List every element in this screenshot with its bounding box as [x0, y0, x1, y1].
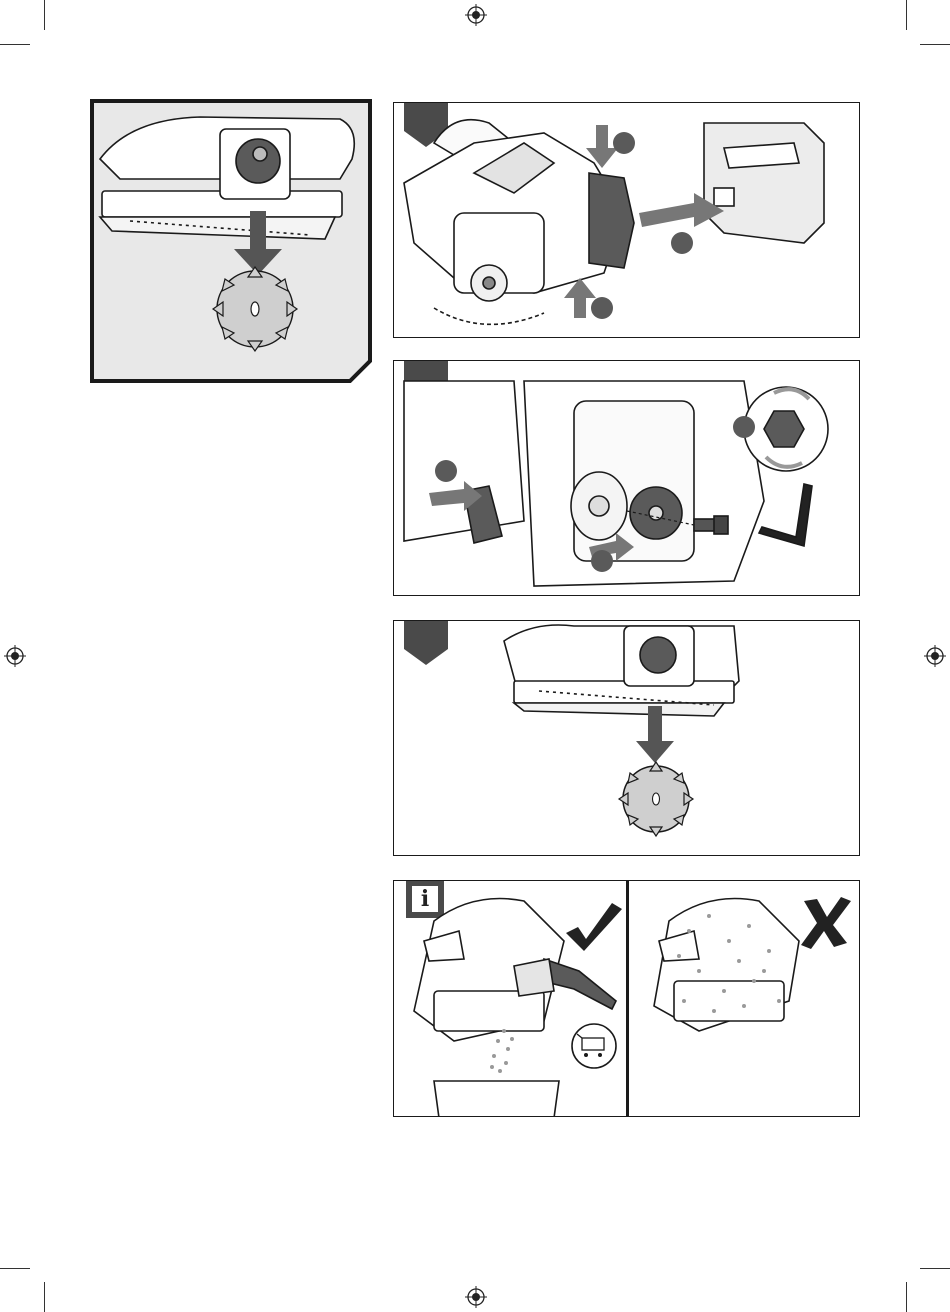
correct-cleaning-illustration: [394, 881, 626, 1117]
saw-blade-icon: [213, 267, 297, 351]
crop-mark: [0, 44, 30, 45]
blade-screw-removal-illustration: [394, 361, 860, 596]
crop-mark: [44, 1282, 45, 1312]
step-3-panel: [393, 620, 860, 856]
crop-mark: [0, 1268, 30, 1269]
registration-target-icon: [4, 645, 26, 667]
circular-saw-illustration: [100, 117, 354, 239]
step-2-panel: [393, 360, 860, 596]
check-mark-icon: [566, 903, 622, 951]
x-mark-icon: [801, 897, 851, 949]
step-1-panel: [393, 102, 860, 338]
crop-mark: [920, 44, 950, 45]
blade-removal-illustration: [394, 621, 860, 856]
crop-mark: [44, 0, 45, 30]
registration-target-icon: [465, 4, 487, 26]
incorrect-dirty-saw-illustration: [629, 881, 860, 1117]
registration-target-icon: [924, 645, 946, 667]
registration-target-icon: [465, 1286, 487, 1308]
overview-blade-removal-panel: [90, 99, 372, 383]
battery-removal-illustration: [394, 103, 860, 338]
cleaning-info-panel: i: [393, 880, 860, 1117]
crop-mark: [906, 0, 907, 30]
crop-mark: [920, 1268, 950, 1269]
crop-mark: [906, 1282, 907, 1312]
